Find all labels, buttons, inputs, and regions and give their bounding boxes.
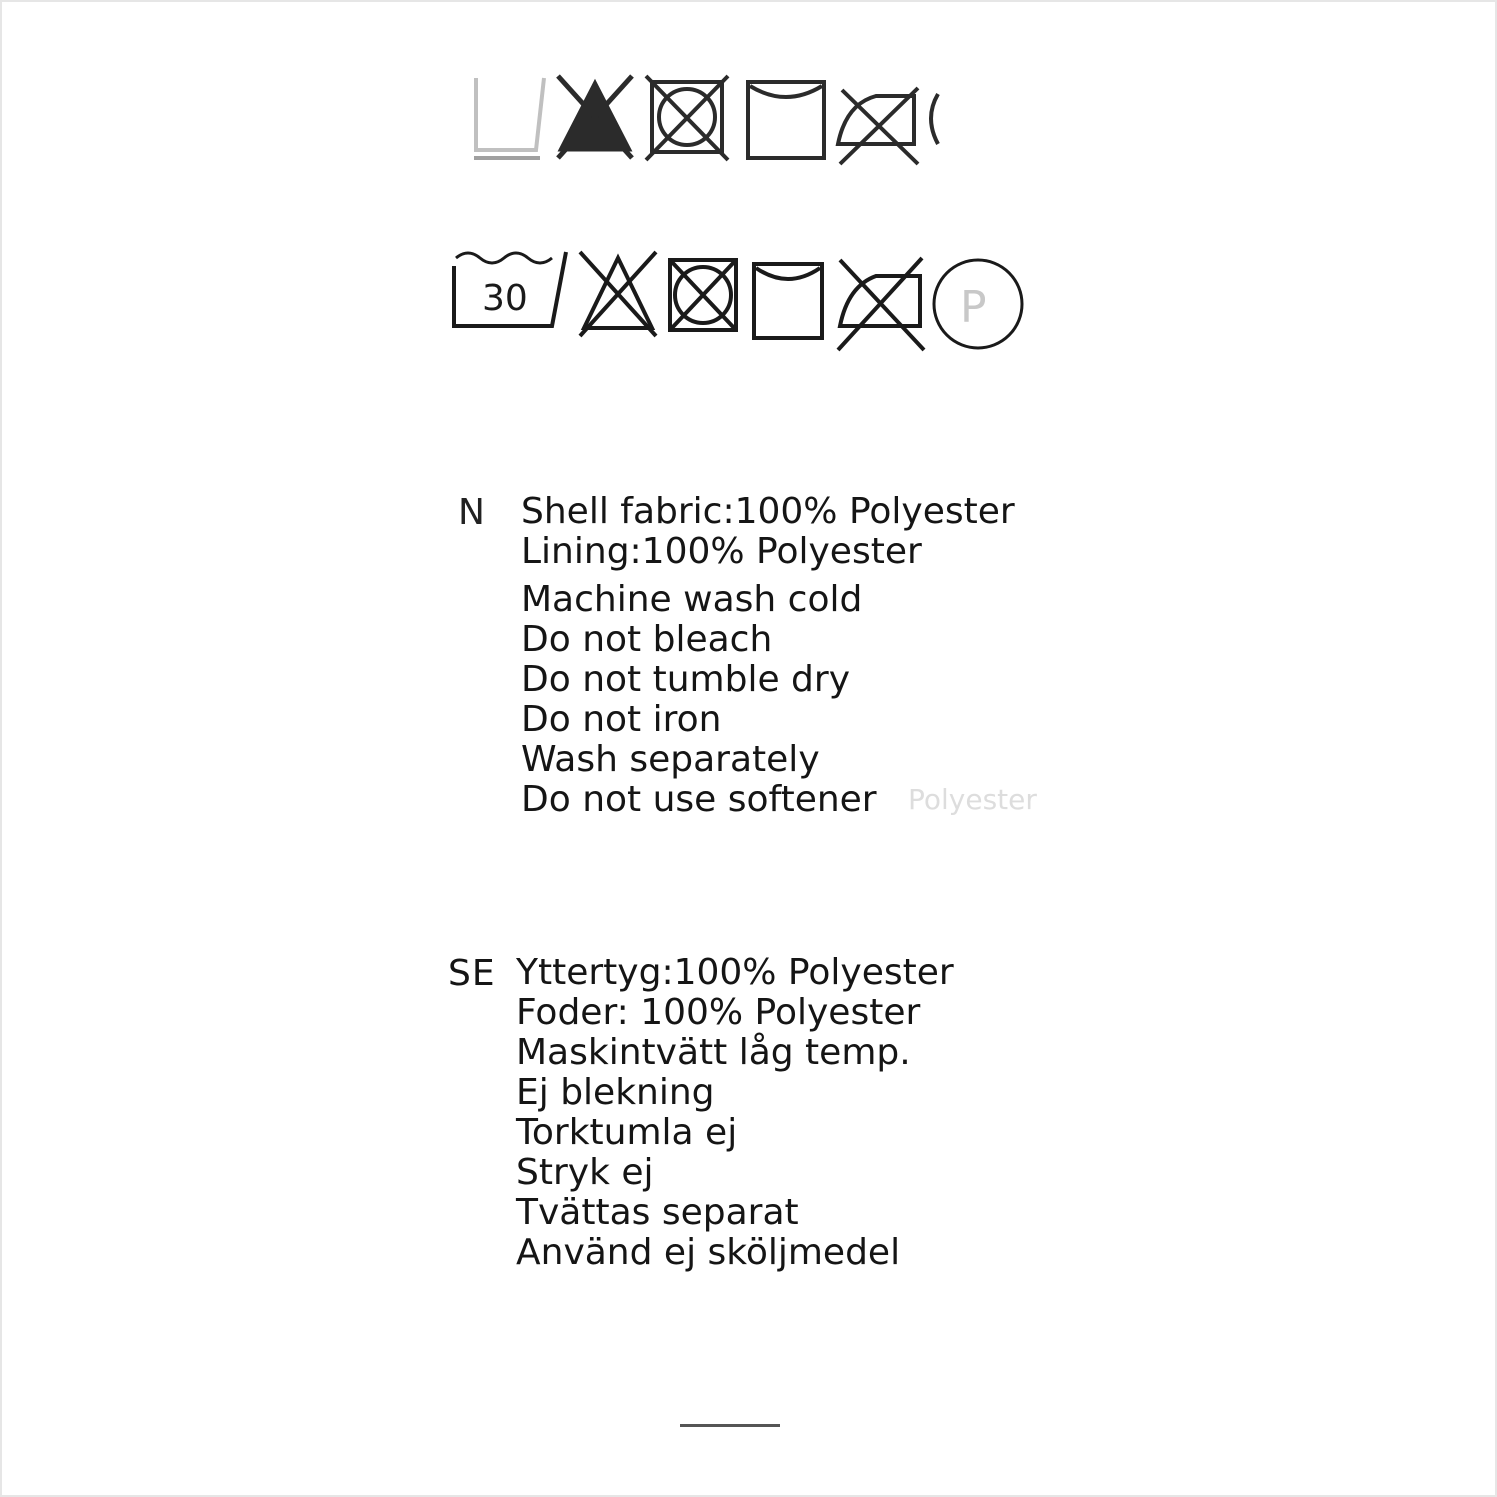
se-no-iron: Stryk ej <box>516 1152 654 1193</box>
bottom-divider <box>680 1424 780 1427</box>
professional-clean-icon <box>929 92 940 145</box>
english-care-text: Shell fabric:100% Polyester Lining:100% … <box>521 492 1015 820</box>
professional-clean-label: P <box>960 282 987 333</box>
swedish-language-code: SE <box>448 953 496 994</box>
swedish-care-text: Yttertyg:100% Polyester Foder: 100% Poly… <box>516 953 954 1273</box>
ghost-text: Polyester <box>908 783 1037 816</box>
wash-temperature-label: 30 <box>482 278 528 319</box>
en-shell-fabric: Shell fabric:100% Polyester <box>521 491 1015 532</box>
se-no-tumble-dry: Torktumla ej <box>516 1112 738 1153</box>
professional-clean-p-icon: P <box>932 258 1024 350</box>
en-lining: Lining:100% Polyester <box>521 531 922 572</box>
en-no-softener: Do not use softener <box>521 779 877 820</box>
wash-30-icon: 30 <box>452 251 568 328</box>
se-no-bleach: Ej blekning <box>516 1072 715 1113</box>
no-iron-icon <box>835 86 920 166</box>
se-lining: Foder: 100% Polyester <box>516 992 921 1033</box>
no-iron-icon <box>836 256 926 352</box>
wash-icon <box>474 77 546 160</box>
en-machine-wash: Machine wash cold <box>521 579 863 620</box>
se-wash-separately: Tvättas separat <box>516 1192 799 1233</box>
dry-icon <box>746 80 826 160</box>
en-no-tumble-dry: Do not tumble dry <box>521 659 850 700</box>
no-tumble-dry-icon <box>668 258 738 332</box>
en-wash-separately: Wash separately <box>521 739 820 780</box>
se-no-softener: Använd ej sköljmedel <box>516 1232 901 1273</box>
english-language-code: N <box>458 492 486 533</box>
no-tumble-dry-icon <box>644 74 730 162</box>
en-no-bleach: Do not bleach <box>521 619 773 660</box>
dry-icon <box>752 262 824 340</box>
en-no-iron: Do not iron <box>521 699 722 740</box>
no-bleach-icon <box>578 250 658 338</box>
se-shell-fabric: Yttertyg:100% Polyester <box>516 952 954 993</box>
se-machine-wash: Maskintvätt låg temp. <box>516 1032 911 1073</box>
no-bleach-icon <box>556 74 634 160</box>
